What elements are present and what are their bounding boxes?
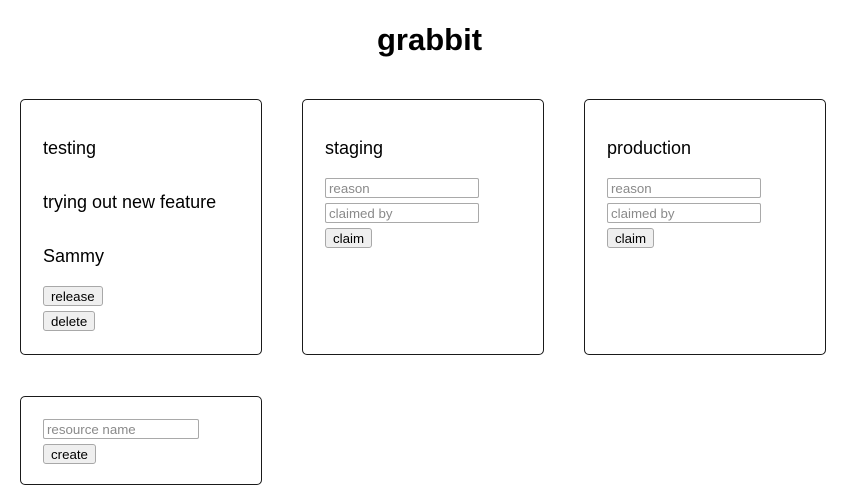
resource-claimed-by-testing: Sammy (43, 246, 105, 266)
reason-input-staging[interactable] (325, 178, 479, 198)
delete-button[interactable]: delete (43, 311, 96, 331)
page-title: grabbit (376, 22, 483, 57)
claimed-by-input-production[interactable] (607, 203, 761, 223)
resource-card-testing: testing trying out new feature Sammy rel… (20, 99, 262, 355)
resource-name-testing: testing (43, 138, 97, 158)
resource-card-staging: staging claim (302, 99, 544, 355)
claim-button-staging[interactable]: claim (325, 228, 373, 248)
create-resource-card: create (20, 396, 262, 485)
reason-input-production[interactable] (607, 178, 761, 198)
resource-name-input[interactable] (43, 419, 199, 439)
create-button[interactable]: create (43, 444, 96, 464)
resource-card-production: production claim (584, 99, 826, 355)
resource-name-production: production (607, 138, 692, 158)
resource-reason-testing: trying out new feature (43, 192, 217, 212)
resource-name-staging: staging (325, 138, 384, 158)
claimed-by-input-staging[interactable] (325, 203, 479, 223)
claim-button-production[interactable]: claim (607, 228, 655, 248)
release-button[interactable]: release (43, 286, 103, 306)
